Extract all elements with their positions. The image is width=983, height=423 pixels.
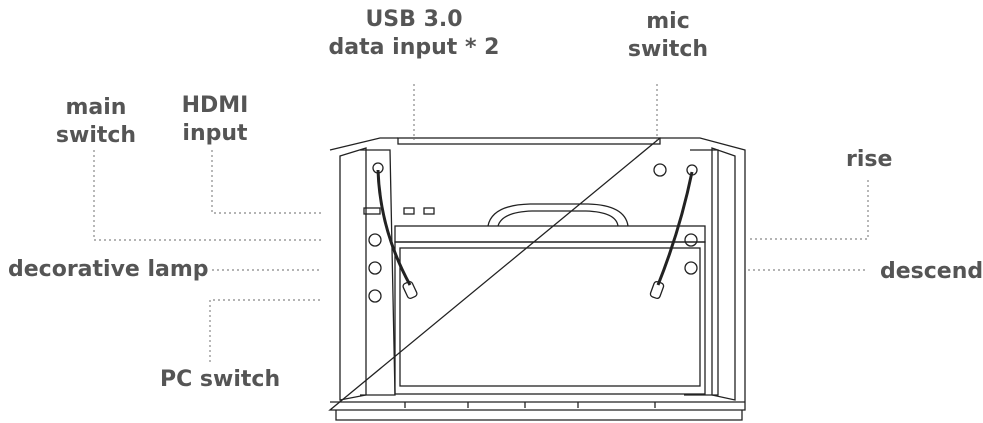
usb-port-1 — [403, 207, 415, 215]
main-switch-label-line2: switch — [55, 123, 137, 148]
main-switch-label-line1: main — [65, 95, 127, 120]
leader-rise — [748, 180, 869, 240]
right-gooseneck-top — [686, 164, 698, 176]
rise-knob — [684, 233, 698, 247]
decorative-lamp-label: decorative lamp — [8, 257, 209, 282]
leader-main-switch — [93, 150, 322, 241]
left-gooseneck-tip — [402, 280, 418, 300]
main-switch-label: main switch — [56, 94, 136, 150]
mic-switch-label-line2: switch — [627, 37, 709, 62]
usb-label-line2: data input * 2 — [328, 35, 500, 60]
usb-port-2 — [423, 207, 435, 215]
hdmi-port — [363, 207, 381, 215]
mic-switch-label-line1: mic — [646, 9, 690, 34]
bottom-base — [330, 401, 745, 421]
descend-knob — [684, 261, 698, 275]
leader-hdmi — [211, 150, 322, 214]
right-gooseneck — [656, 171, 694, 286]
top-port-strip — [397, 137, 661, 145]
left-gooseneck — [376, 169, 412, 286]
rise-label: rise — [846, 147, 893, 172]
pc-switch-label: PC switch — [160, 367, 281, 392]
bottom-feet — [404, 402, 656, 408]
right-control-panel — [684, 149, 719, 396]
descend-label: descend — [880, 259, 983, 284]
mic-switch-label: mic switch — [628, 8, 708, 64]
decorative-lamp-knob — [368, 261, 382, 275]
mic-switch-knob — [653, 163, 667, 177]
device-outer-frame — [328, 137, 746, 411]
hdmi-label: HDMI input — [182, 92, 249, 148]
screen-inner — [399, 247, 701, 387]
right-side-panel — [711, 147, 736, 401]
carry-handle — [487, 203, 629, 227]
pc-switch-knob — [368, 289, 382, 303]
screen-outer — [394, 241, 706, 395]
leader-pc-switch — [209, 299, 322, 362]
right-gooseneck-tip — [649, 280, 665, 300]
left-control-panel — [360, 149, 396, 396]
hdmi-label-line1: HDMI — [181, 93, 249, 118]
left-side-panel — [339, 147, 367, 401]
main-switch-knob — [368, 233, 382, 247]
left-gooseneck-top — [372, 162, 384, 174]
usb-label-line1: USB 3.0 — [365, 7, 463, 32]
hdmi-label-line2: input — [182, 121, 248, 146]
usb-label: USB 3.0 data input * 2 — [329, 6, 500, 62]
